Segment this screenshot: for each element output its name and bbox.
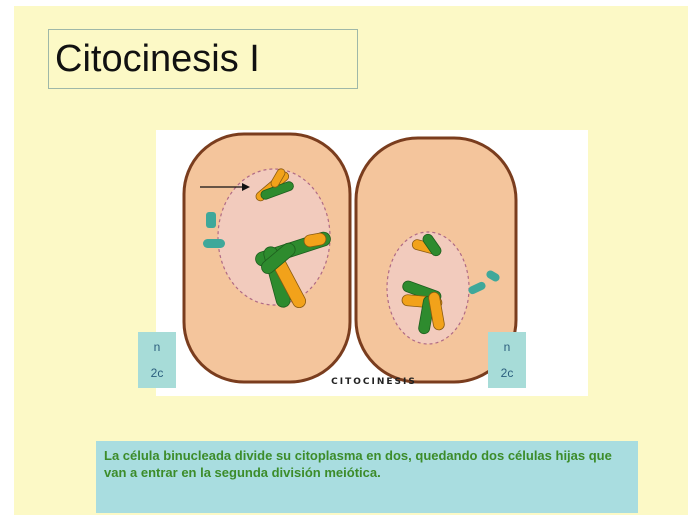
slide-title: Citocinesis I <box>55 38 260 81</box>
left-ploidy-box: n 2c <box>138 332 176 388</box>
description-text: La célula binucleada divide su citoplasm… <box>104 447 630 481</box>
right-ploidy-n: n <box>488 340 526 354</box>
right-ploidy-box: n 2c <box>488 332 526 388</box>
centriole <box>206 212 216 228</box>
description-box: La célula binucleada divide su citoplasm… <box>96 441 638 513</box>
left-ploidy-c: 2c <box>138 366 176 380</box>
right-ploidy-c: 2c <box>488 366 526 380</box>
slide: Citocinesis I <box>14 6 688 515</box>
title-box: Citocinesis I <box>48 29 358 89</box>
centriole <box>203 239 225 248</box>
left-ploidy-n: n <box>138 340 176 354</box>
figure-label: CITOCINESIS <box>304 377 444 387</box>
